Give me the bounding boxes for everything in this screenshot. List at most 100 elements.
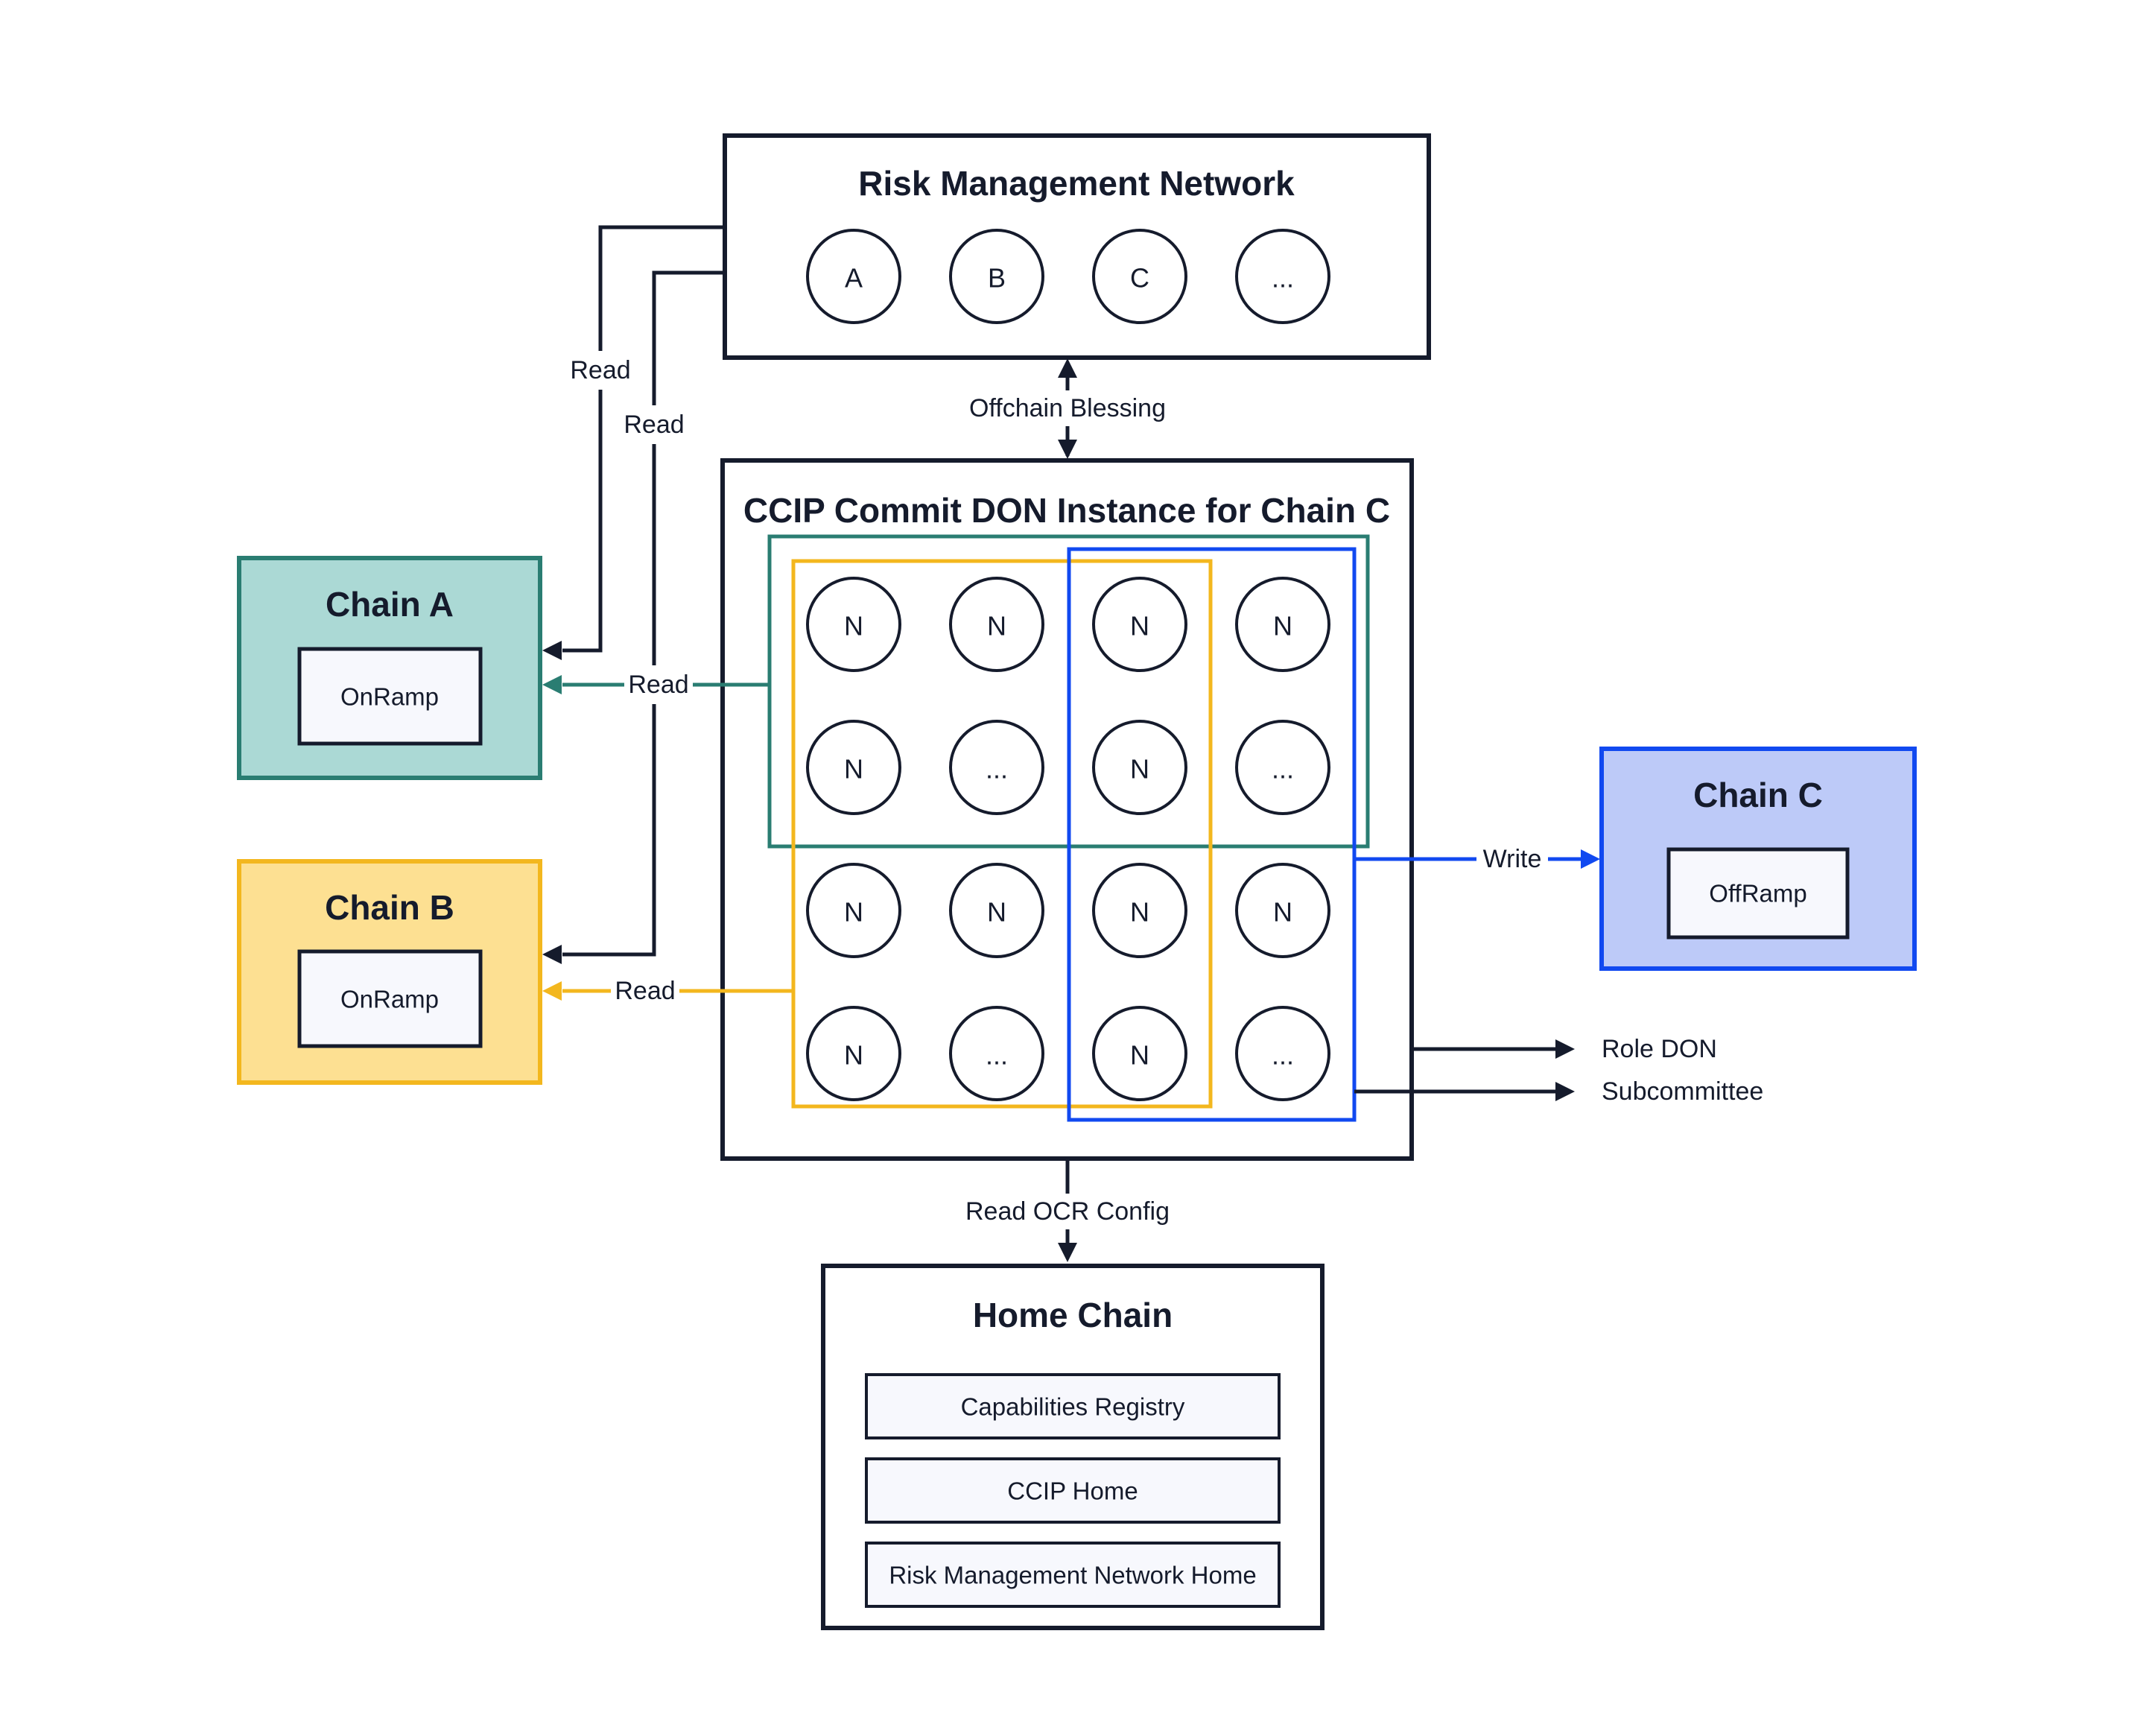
edge-subcommittee <box>1354 1082 1575 1101</box>
arrowhead-right-icon <box>1581 849 1600 869</box>
rmn-node-circle <box>949 229 1044 324</box>
don-node-circle <box>1235 720 1330 815</box>
don-node-label: N <box>1273 611 1292 642</box>
don-node-label: N <box>1130 1040 1149 1071</box>
don-node-circle <box>949 577 1044 672</box>
don-node-circle <box>806 720 901 815</box>
don-node-circle <box>1235 863 1330 958</box>
don-node-label: N <box>844 754 863 785</box>
don-node-label: N <box>1130 611 1149 642</box>
edge-label-write: Write <box>1476 841 1548 877</box>
don-node-circle <box>949 720 1044 815</box>
arrowhead-right-icon <box>1555 1039 1575 1059</box>
edge-rmn-read-chain-b-line <box>562 270 725 957</box>
rmn-node-label: C <box>1130 263 1149 294</box>
chain-b-title: Chain B <box>325 888 454 927</box>
chain-a-onramp-label: OnRamp <box>340 683 439 711</box>
home-chain-title: Home Chain <box>973 1296 1173 1334</box>
ccip-commit-don-box: CCIP Commit DON Instance for Chain C N N… <box>720 458 1414 1161</box>
label-mask <box>620 405 688 444</box>
chain-c-offramp-label: OffRamp <box>1709 880 1806 907</box>
don-node-label: ... <box>986 754 1008 785</box>
edge-rmn-read-chain-a <box>542 225 725 660</box>
arrowhead-left-icon <box>542 641 562 660</box>
don-node-label: N <box>844 611 863 642</box>
don-node-label: N <box>1130 754 1149 785</box>
don-node-circle <box>1092 1006 1187 1101</box>
chain-a-box: Chain A OnRamp <box>237 556 542 780</box>
rmn-node-circle <box>1092 229 1187 324</box>
arrowhead-left-icon <box>542 675 562 694</box>
edge-label-subcommittee: Subcommittee <box>1602 1077 1763 1106</box>
edge-label-rmn-read-chain-a: Read <box>566 351 635 390</box>
don-node-label: N <box>1273 897 1292 928</box>
edge-label-don-read-chain-b: Read <box>611 972 679 1010</box>
don-node-circle <box>806 1006 901 1101</box>
chain-b-onramp-box <box>297 949 483 1048</box>
don-node-label: N <box>844 897 863 928</box>
don-node-circle <box>1092 577 1187 672</box>
don-node-circle <box>806 863 901 958</box>
read-label: Read <box>615 977 675 1005</box>
don-node-label: ... <box>1272 754 1294 785</box>
chain-b-onramp-label: OnRamp <box>340 986 439 1013</box>
write-label: Write <box>1483 845 1542 873</box>
edge-label-offchain-blessing: Offchain Blessing <box>954 390 1181 426</box>
don-node-label: ... <box>1272 1040 1294 1071</box>
label-mask <box>624 665 693 704</box>
home-chain-box: Home Chain Capabilities Registry CCIP Ho… <box>821 1264 1325 1630</box>
role-don-label: Role DON <box>1602 1035 1717 1063</box>
don-node-label: ... <box>986 1040 1008 1071</box>
don-node-circle <box>1092 720 1187 815</box>
edge-label-rmn-read-chain-b: Read <box>620 405 688 444</box>
edge-rmn-read-chain-a-line <box>562 225 725 653</box>
risk-management-network-box: Risk Management Network A B C ... <box>723 133 1431 360</box>
don-node-label: N <box>987 897 1006 928</box>
arrowhead-up-icon <box>1058 358 1077 378</box>
chain-a-onramp-box <box>297 647 483 746</box>
label-mask <box>566 351 635 390</box>
don-node-circle <box>806 577 901 672</box>
edge-rmn-read-chain-b <box>542 270 725 964</box>
don-node-circle <box>949 863 1044 958</box>
edge-label-don-read-chain-a: Read <box>624 665 693 704</box>
capabilities-registry-label: Capabilities Registry <box>961 1393 1185 1421</box>
ccip-home-label: CCIP Home <box>1007 1477 1138 1505</box>
label-mask <box>611 972 679 1010</box>
rmn-node-label: B <box>988 263 1006 294</box>
chain-c-box: Chain C OffRamp <box>1599 747 1917 971</box>
chain-c-offramp-box <box>1666 847 1850 940</box>
label-mask <box>961 1194 1174 1229</box>
don-node-circle <box>949 1006 1044 1101</box>
ccip-home-box <box>865 1457 1281 1524</box>
read-label: Read <box>628 671 688 699</box>
rmn-title: Risk Management Network <box>858 164 1295 203</box>
rmn-node-circle <box>1235 229 1330 324</box>
chain-b-box: Chain B OnRamp <box>237 859 542 1085</box>
rmn-node-circle <box>806 229 901 324</box>
read-label: Read <box>570 356 630 384</box>
capabilities-registry-box <box>865 1373 1281 1439</box>
don-node-label: N <box>987 611 1006 642</box>
chain-c-title: Chain C <box>1693 776 1823 814</box>
chain-a-title: Chain A <box>326 585 454 624</box>
arrowhead-down-icon <box>1058 440 1077 459</box>
read-label: Read <box>624 411 684 439</box>
don-node-circle <box>1235 1006 1330 1101</box>
arrowhead-down-icon <box>1058 1243 1077 1262</box>
ccip-don-title: CCIP Commit DON Instance for Chain C <box>743 491 1390 530</box>
arrowhead-left-icon <box>542 945 562 964</box>
don-node-label: N <box>844 1040 863 1071</box>
label-mask <box>1476 841 1548 877</box>
rmn-home-box <box>865 1542 1281 1608</box>
read-ocr-config-label: Read OCR Config <box>965 1197 1170 1226</box>
arrowhead-right-icon <box>1555 1082 1575 1101</box>
arrowhead-left-icon <box>542 981 562 1001</box>
edge-role-don <box>1412 1039 1575 1059</box>
edge-label-read-ocr-config: Read OCR Config <box>961 1194 1174 1229</box>
label-mask <box>954 390 1181 426</box>
gold-subcommittee-overlay <box>791 559 1213 1109</box>
don-node-circle <box>1092 863 1187 958</box>
offchain-blessing-label: Offchain Blessing <box>969 394 1166 422</box>
